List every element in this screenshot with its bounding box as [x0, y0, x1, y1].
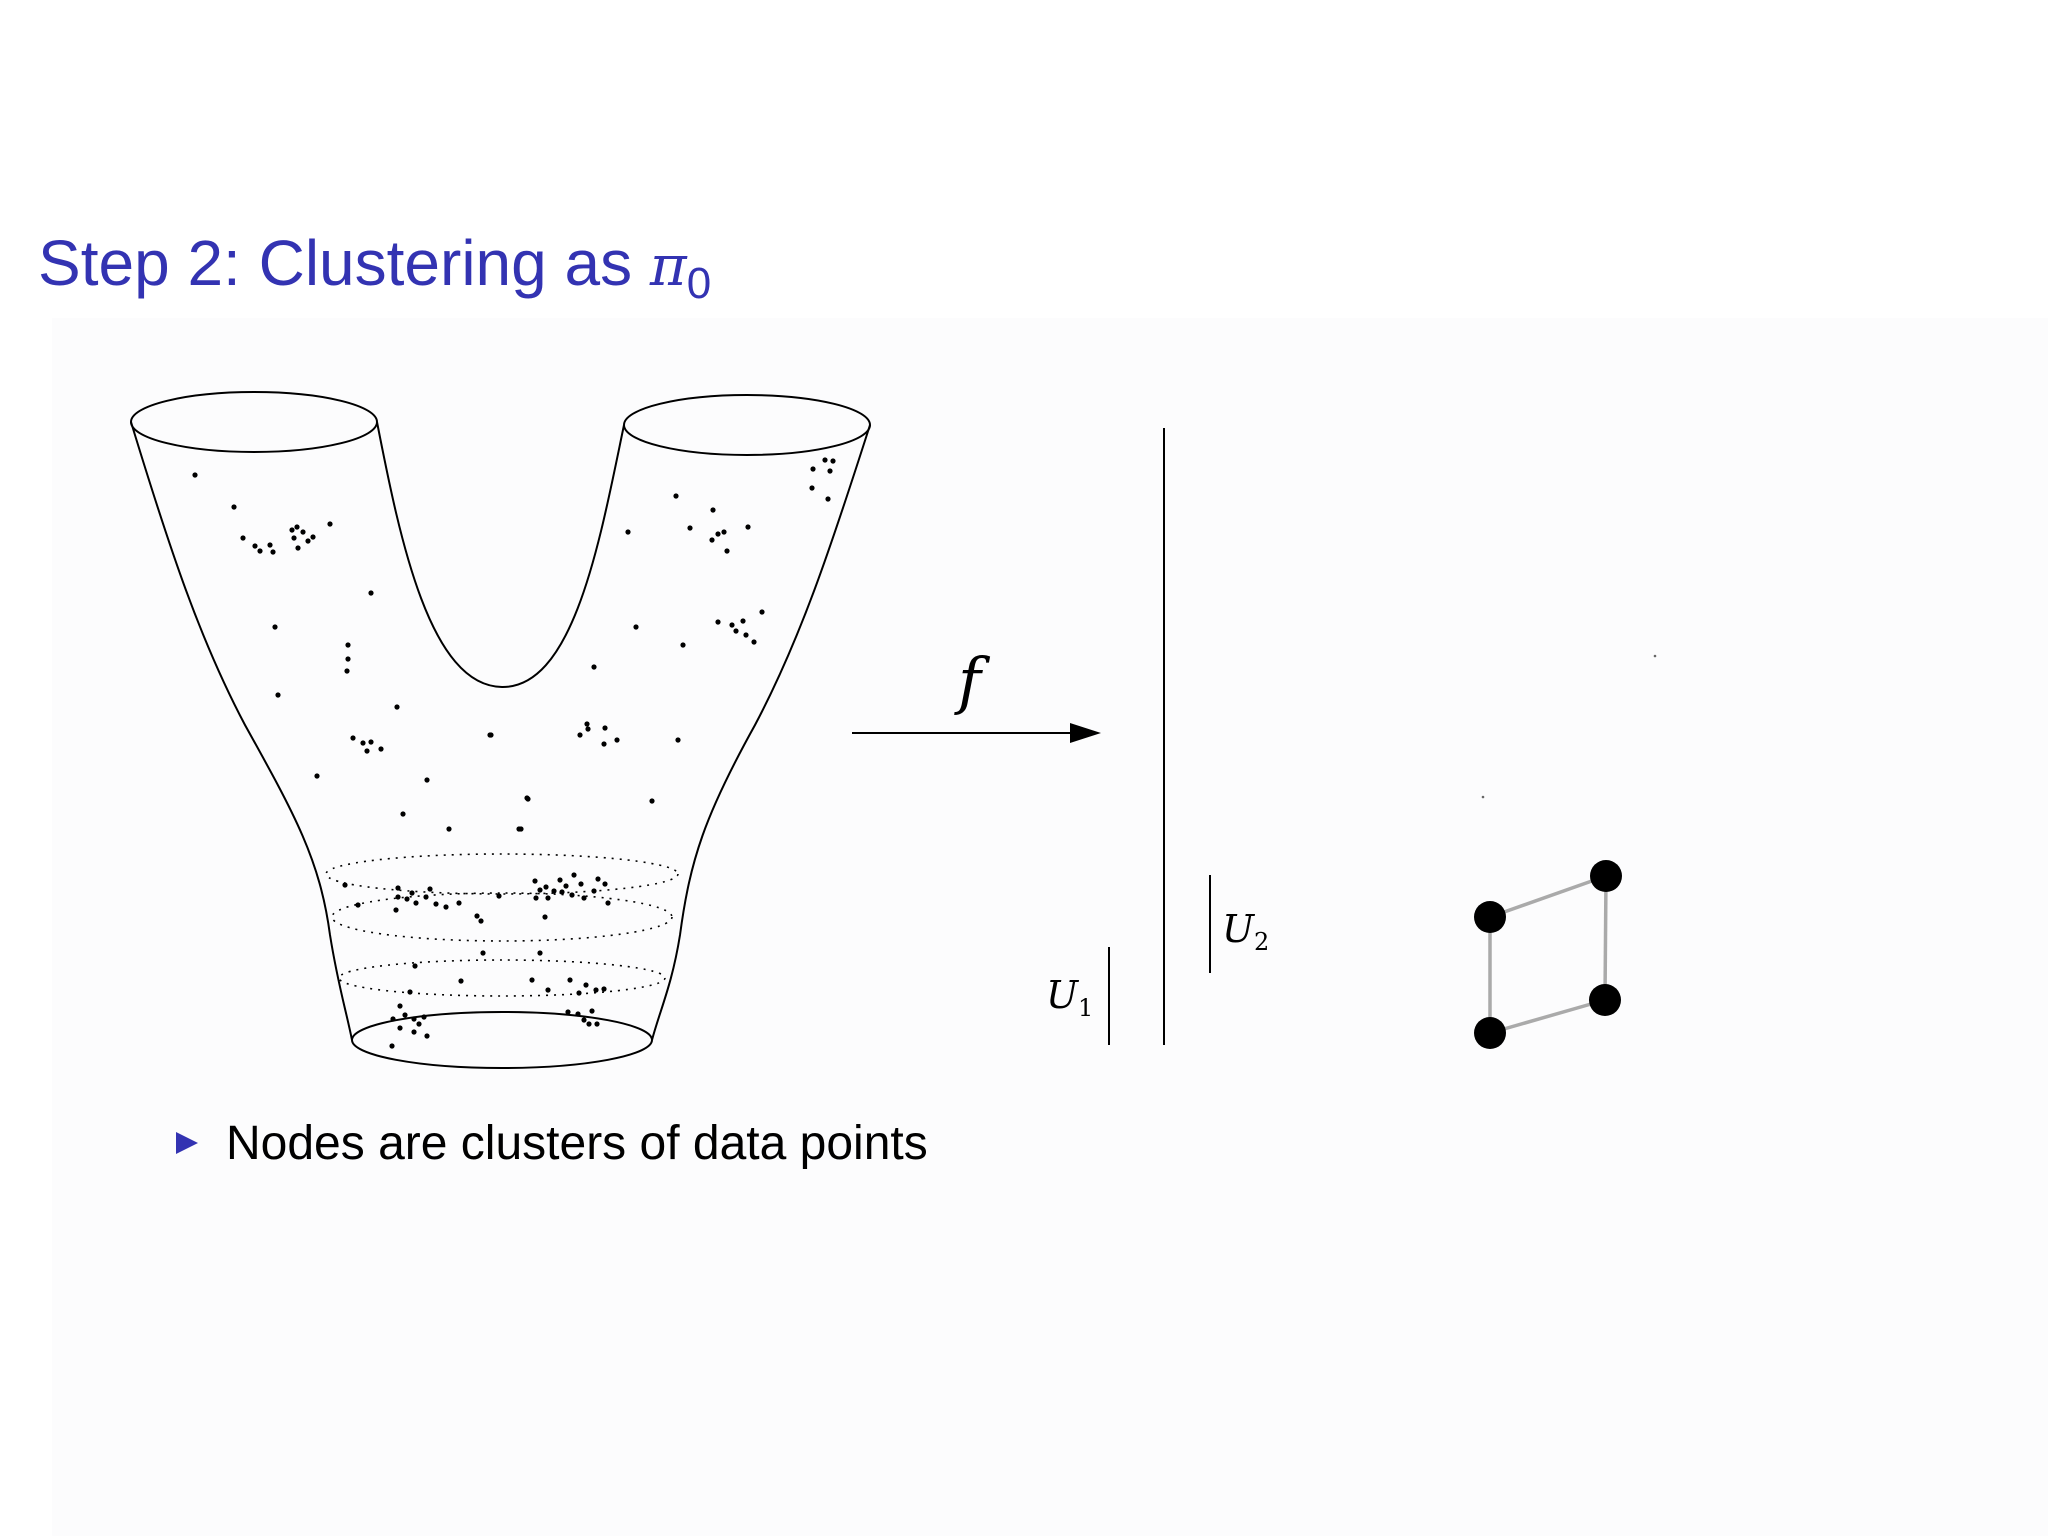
- title-text: Step 2: Clustering as: [38, 227, 650, 299]
- bullet-text: Nodes are clusters of data points: [226, 1116, 928, 1170]
- surface-outer-left: [130, 421, 353, 1041]
- map-label: f: [954, 644, 991, 717]
- bottom-boundary: [351, 1011, 653, 1069]
- graph-nodes: [1474, 860, 1622, 1049]
- graph-node: [1589, 984, 1621, 1016]
- result-graph: [1474, 860, 1622, 1049]
- graph-node: [1474, 901, 1506, 933]
- u2-symbol: U: [1222, 907, 1256, 951]
- level-slice-2: [331, 892, 673, 942]
- graph-edges: [1488, 874, 1608, 1035]
- background-speck: [1653, 654, 1657, 658]
- y-shaped-surface: [130, 391, 871, 1069]
- level-slice-1: [325, 853, 679, 895]
- slide-title: Step 2: Clustering as π0: [38, 218, 711, 308]
- graph-edge: [1603, 875, 1608, 1001]
- surface-outer-right: [651, 424, 871, 1041]
- u1-subscript: 1: [1078, 994, 1093, 1022]
- content-panel: [52, 318, 2048, 1536]
- bullet-list: Nodes are clusters of data points: [172, 1112, 928, 1174]
- surface-crotch: [376, 421, 625, 689]
- interval-u2-label: U2: [1222, 907, 1269, 956]
- level-set-slices: [325, 853, 679, 997]
- graph-node: [1590, 860, 1622, 892]
- data-points: [192, 457, 836, 1049]
- background-speck: [1481, 795, 1485, 799]
- level-slice-3: [338, 959, 666, 997]
- graph-edge: [1489, 874, 1607, 919]
- title-subscript: 0: [686, 259, 712, 309]
- title-pi-symbol: π: [649, 234, 687, 299]
- graph-node: [1474, 1017, 1506, 1049]
- right-top-boundary: [623, 394, 871, 456]
- left-top-boundary: [130, 391, 378, 453]
- map-arrow-head: [1070, 723, 1101, 743]
- u2-subscript: 2: [1254, 928, 1269, 956]
- real-line-cover: [1108, 428, 1211, 1045]
- interval-u1-label: U1: [1046, 973, 1093, 1022]
- map-arrow: f: [852, 644, 1101, 743]
- bullet-triangle-icon: [176, 1132, 198, 1154]
- bullet-item: Nodes are clusters of data points: [172, 1112, 928, 1174]
- graph-edge: [1489, 998, 1606, 1035]
- u1-symbol: U: [1046, 973, 1080, 1017]
